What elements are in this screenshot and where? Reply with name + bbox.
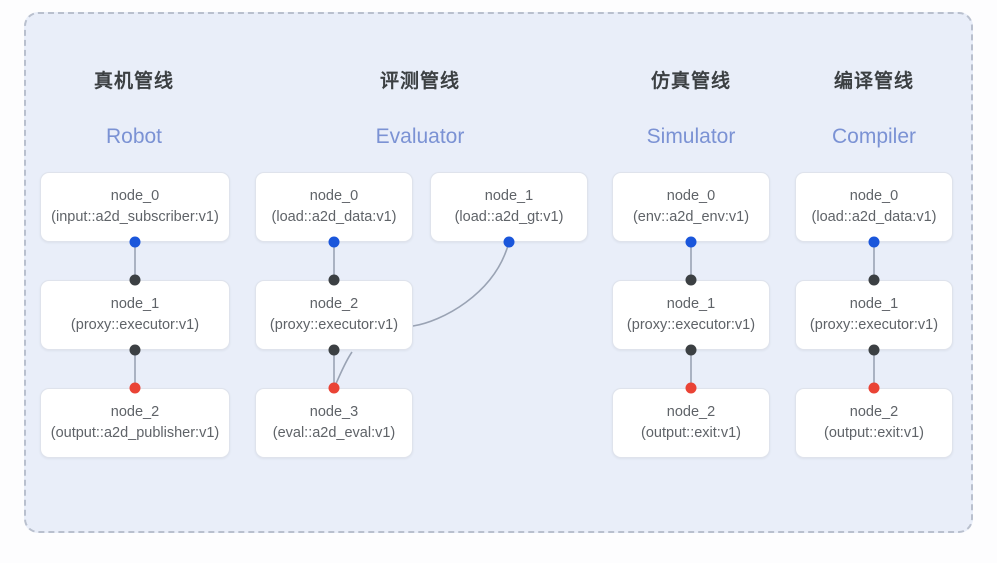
port-in-dot[interactable]: [685, 236, 697, 248]
node-type: (load::a2d_gt:v1): [454, 208, 564, 225]
node-name: node_1: [666, 295, 716, 312]
port-out-dot[interactable]: [129, 382, 141, 394]
node-type: (output::exit:v1): [824, 424, 924, 441]
node-box[interactable]: node_2(proxy::executor:v1): [255, 280, 413, 350]
node-box[interactable]: node_2(output::exit:v1): [795, 388, 953, 458]
port-in-dot[interactable]: [868, 236, 880, 248]
node-name: node_2: [849, 403, 899, 420]
node-box[interactable]: node_3(eval::a2d_eval:v1): [255, 388, 413, 458]
node-name: node_0: [309, 187, 359, 204]
port-mid-dot[interactable]: [129, 344, 141, 356]
port-in-dot[interactable]: [503, 236, 515, 248]
node-box[interactable]: node_1(load::a2d_gt:v1): [430, 172, 588, 242]
column-title-robot: 真机管线: [93, 71, 174, 92]
node-name: node_1: [849, 295, 899, 312]
node-box[interactable]: node_1(proxy::executor:v1): [40, 280, 230, 350]
node-type: (output::a2d_publisher:v1): [50, 424, 220, 441]
node-type: (proxy::executor:v1): [809, 316, 939, 333]
column-subtitle-robot: Robot: [105, 125, 163, 148]
node-box[interactable]: node_2(output::exit:v1): [612, 388, 770, 458]
port-in-dot[interactable]: [129, 236, 141, 248]
node-box[interactable]: node_0(env::a2d_env:v1): [612, 172, 770, 242]
node-type: (proxy::executor:v1): [269, 316, 399, 333]
node-type: (output::exit:v1): [641, 424, 741, 441]
column-title-evaluator: 评测管线: [379, 71, 460, 92]
port-out-dot[interactable]: [328, 382, 340, 394]
port-mid-dot[interactable]: [328, 344, 340, 356]
node-type: (input::a2d_subscriber:v1): [51, 208, 219, 225]
port-mid-dot[interactable]: [328, 274, 340, 286]
column-title-simulator: 仿真管线: [650, 71, 731, 92]
node-name: node_0: [666, 187, 716, 204]
node-box[interactable]: node_1(proxy::executor:v1): [795, 280, 953, 350]
node-name: node_2: [309, 295, 359, 312]
port-mid-dot[interactable]: [868, 344, 880, 356]
node-box[interactable]: node_0(load::a2d_data:v1): [255, 172, 413, 242]
node-box[interactable]: node_0(input::a2d_subscriber:v1): [40, 172, 230, 242]
node-name: node_2: [110, 403, 160, 420]
port-mid-dot[interactable]: [868, 274, 880, 286]
node-name: node_3: [309, 403, 359, 420]
port-mid-dot[interactable]: [129, 274, 141, 286]
node-box[interactable]: node_2(output::a2d_publisher:v1): [40, 388, 230, 458]
port-out-dot[interactable]: [685, 382, 697, 394]
node-type: (load::a2d_data:v1): [271, 208, 397, 225]
node-type: (eval::a2d_eval:v1): [272, 424, 396, 441]
node-name: node_0: [849, 187, 899, 204]
port-in-dot[interactable]: [328, 236, 340, 248]
node-type: (proxy::executor:v1): [626, 316, 756, 333]
node-name: node_2: [666, 403, 716, 420]
port-mid-dot[interactable]: [685, 274, 697, 286]
node-type: (load::a2d_data:v1): [811, 208, 937, 225]
node-type: (proxy::executor:v1): [70, 316, 200, 333]
column-title-compiler: 编译管线: [833, 71, 914, 92]
column-subtitle-simulator: Simulator: [646, 125, 736, 148]
node-box[interactable]: node_0(load::a2d_data:v1): [795, 172, 953, 242]
node-name: node_1: [110, 295, 160, 312]
column-subtitle-compiler: Compiler: [831, 125, 917, 148]
node-type: (env::a2d_env:v1): [632, 208, 750, 225]
port-mid-dot[interactable]: [685, 344, 697, 356]
port-out-dot[interactable]: [868, 382, 880, 394]
node-name: node_0: [110, 187, 160, 204]
column-subtitle-evaluator: Evaluator: [375, 125, 465, 148]
node-name: node_1: [484, 187, 534, 204]
node-box[interactable]: node_1(proxy::executor:v1): [612, 280, 770, 350]
